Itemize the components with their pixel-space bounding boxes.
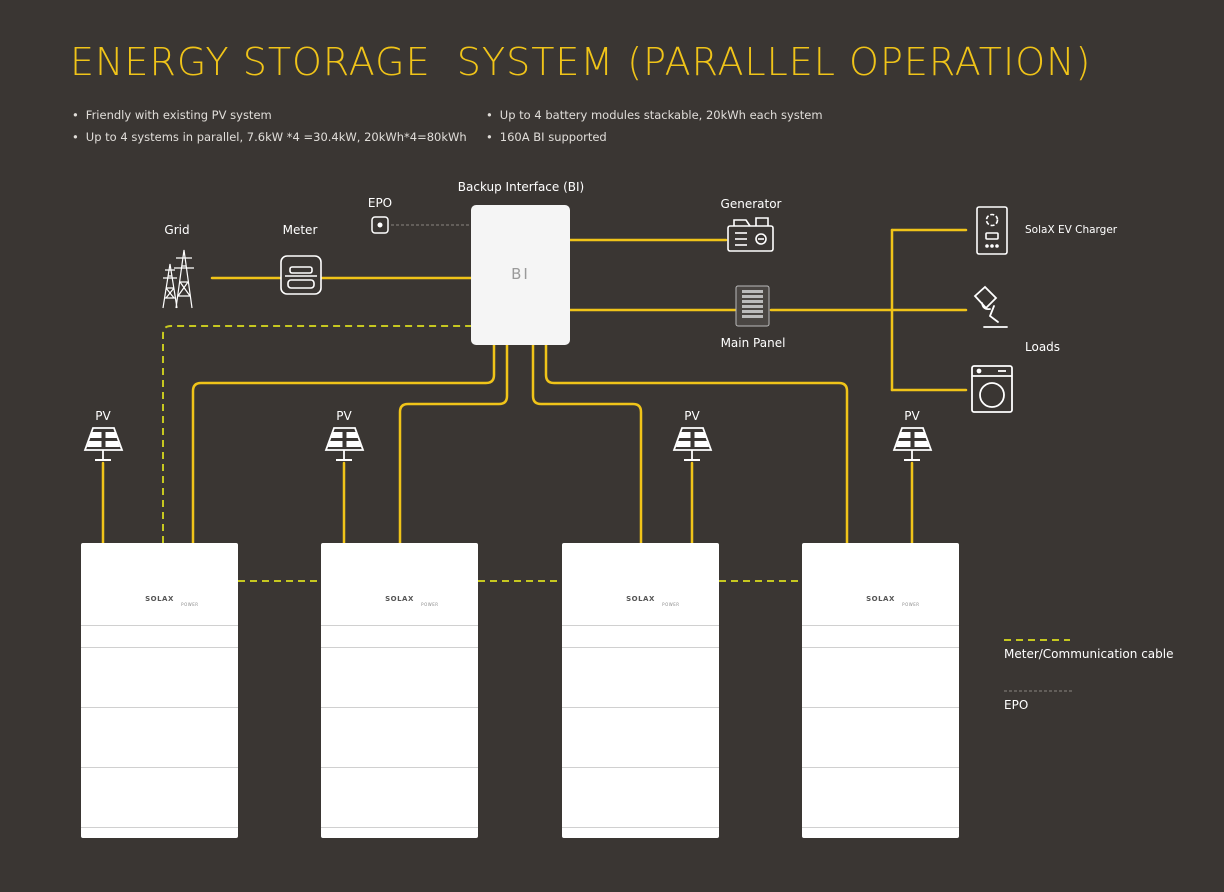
generator-label: Generator	[720, 197, 782, 211]
feature-item: Friendly with existing PV system	[72, 104, 467, 126]
pv-label: PV	[904, 409, 920, 423]
bi-label: BI	[511, 265, 530, 283]
pv-panel-icon-1	[83, 427, 124, 461]
generator-icon	[727, 217, 774, 252]
ev-charger-icon	[976, 206, 1008, 255]
meter-icon	[280, 255, 322, 295]
backup-interface-unit: BI	[471, 205, 570, 345]
pv-panel-icon-4	[892, 427, 933, 461]
epo-lines	[391, 224, 1072, 692]
pv-label: PV	[336, 409, 352, 423]
communication-lines	[162, 325, 1070, 641]
grid-tower-icon	[162, 249, 194, 309]
page-title: ENERGY STORAGE SYSTEM (PARALLEL OPERATIO…	[70, 40, 1092, 84]
washing-machine-icon	[971, 365, 1013, 413]
feature-item: 160A BI supported	[486, 126, 823, 148]
pv-panel-icon-3	[672, 427, 713, 461]
epo-label: EPO	[367, 196, 393, 210]
pv-label: PV	[684, 409, 700, 423]
ev-charger-label: SolaX EV Charger	[1025, 224, 1118, 236]
power-lines	[101, 228, 968, 545]
pv-label: PV	[95, 409, 111, 423]
epo-button-icon	[371, 216, 389, 234]
lamp-icon	[973, 285, 1008, 328]
feature-item: Up to 4 battery modules stackable, 20kWh…	[486, 104, 823, 126]
loads-label: Loads	[1025, 340, 1061, 354]
main-panel-label: Main Panel	[720, 336, 786, 350]
feature-list-right: Up to 4 battery modules stackable, 20kWh…	[486, 104, 823, 148]
legend-epo-label: EPO	[1004, 698, 1029, 712]
feature-list-left: Friendly with existing PV system Up to 4…	[72, 104, 467, 148]
pv-panel-icon-2	[324, 427, 365, 461]
main-panel-icon	[735, 285, 770, 327]
feature-item: Up to 4 systems in parallel, 7.6kW *4 =3…	[72, 126, 467, 148]
meter-label: Meter	[282, 223, 318, 237]
grid-label: Grid	[164, 223, 190, 237]
backup-interface-label: Backup Interface (BI)	[457, 180, 585, 194]
legend-communication-label: Meter/Communication cable	[1004, 647, 1174, 661]
